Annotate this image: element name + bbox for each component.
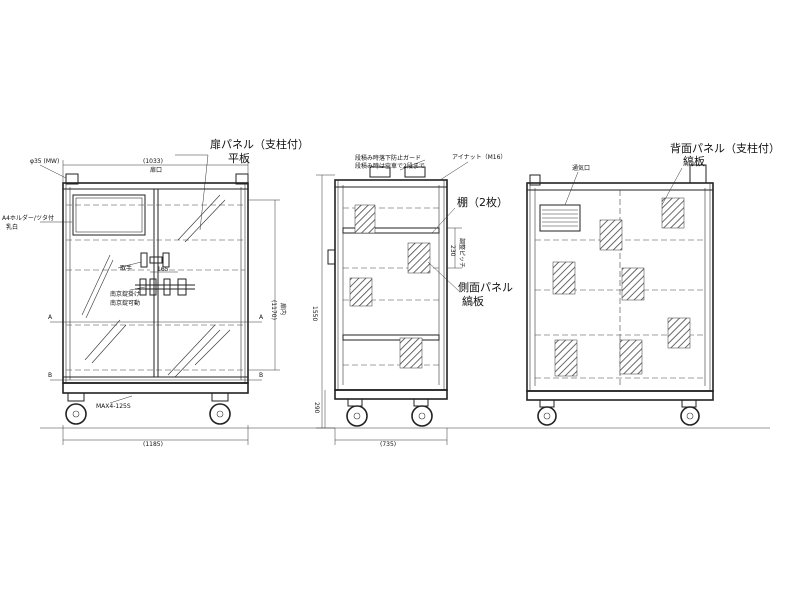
front-width-top: (1033) xyxy=(143,158,163,165)
side-shelf-label: 棚（2枚） xyxy=(457,195,508,209)
side-caster-right xyxy=(411,398,433,427)
front-base xyxy=(62,382,249,394)
front-caster-right xyxy=(209,392,231,425)
front-height-dim-sub: 扉内 xyxy=(279,303,287,315)
front-door-panel-title: 扉パネル（支柱付） xyxy=(210,137,309,151)
front-height-dim: (1170) xyxy=(270,300,277,320)
front-width-top-sub: 扉口 xyxy=(150,166,162,174)
side-base-height: 290 xyxy=(313,402,320,414)
front-a4-holder-sub: 乳白 xyxy=(6,223,18,231)
front-section-b-right: B xyxy=(259,372,263,379)
front-handle-dim: 165 xyxy=(157,266,169,273)
side-view xyxy=(316,159,469,445)
front-caster-label: MAX4-125S xyxy=(96,403,131,410)
back-vent-label: 通気口 xyxy=(572,164,590,172)
front-section-b-left: B xyxy=(48,372,52,379)
front-lock-label-1: 南京錠掛け xyxy=(110,290,140,298)
front-lock-label-2: 南京錠可動 xyxy=(110,299,140,307)
side-latch xyxy=(327,249,336,265)
side-base xyxy=(334,389,448,400)
side-guard-note-2: 段積み時は空車で2段まで xyxy=(355,162,425,170)
side-pitch: 230 xyxy=(449,245,456,257)
front-a4-holder: A4ホルダー/ツタ付 xyxy=(2,214,54,222)
door-handle-hardware xyxy=(135,252,195,296)
back-checker-plate-pattern xyxy=(552,197,691,377)
front-pipe-label: φ35 (MW) xyxy=(30,158,59,165)
back-caster-left xyxy=(537,399,557,426)
back-base xyxy=(526,390,714,401)
side-checker-plate-pattern xyxy=(349,204,431,369)
a4-holder-frame xyxy=(72,194,146,236)
front-door-panel-sub: 平板 xyxy=(228,151,250,165)
back-view xyxy=(526,164,714,426)
side-width-bottom: (735) xyxy=(380,441,396,448)
front-section-a-right: A xyxy=(259,314,264,321)
front-handle-label: 取手 xyxy=(120,264,132,272)
side-guard-note-1: 段積み時落下防止ガード xyxy=(355,154,421,162)
front-caster-left xyxy=(65,392,87,425)
side-pitch-sub: 調整ピッチ xyxy=(458,238,466,268)
back-panel-title: 背面パネル（支柱付） xyxy=(670,141,780,155)
side-panel-title: 側面パネル xyxy=(458,281,513,294)
back-caster-right xyxy=(680,399,700,426)
door-glass-reflections xyxy=(81,194,231,378)
front-view xyxy=(39,154,280,445)
back-panel-sub: 縞板 xyxy=(683,154,705,168)
side-eyenut-label: アイナット（M16） xyxy=(452,154,506,161)
front-top-block-left xyxy=(65,173,79,185)
side-caster-left xyxy=(346,398,368,427)
back-vent xyxy=(539,204,581,232)
side-shelves xyxy=(342,227,440,341)
front-section-a-left: A xyxy=(48,314,53,321)
side-panel-sub: 縞板 xyxy=(462,294,484,308)
front-width-bottom: (1185) xyxy=(143,441,163,448)
side-total-height: 1550 xyxy=(311,306,318,321)
